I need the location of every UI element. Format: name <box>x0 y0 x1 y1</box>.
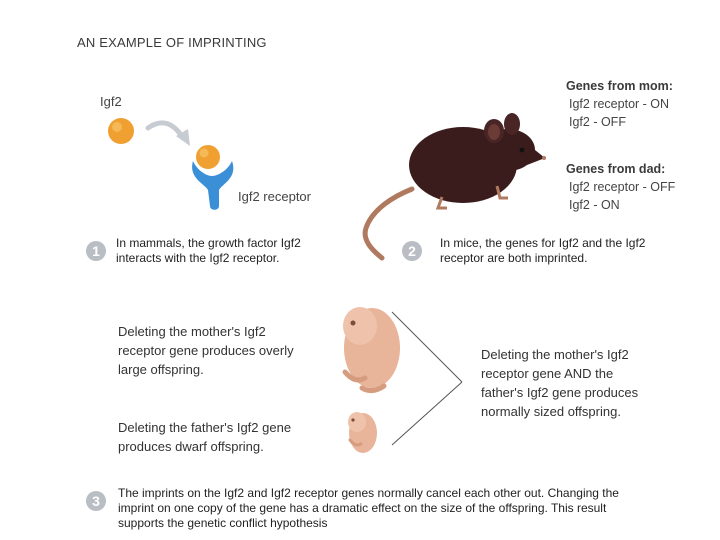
step-number-2: 2 <box>402 241 422 261</box>
dad-gene-item: Igf2 receptor - OFF <box>569 180 675 194</box>
dwarf-offspring-text: Deleting the father's Igf2 gene produces… <box>118 418 291 456</box>
caption-line: In mammals, the growth factor Igf2 <box>116 236 301 251</box>
text-line: normally sized offspring. <box>481 402 638 421</box>
dwarf-offspring-icon <box>348 412 377 453</box>
curved-arrow-icon <box>148 123 190 146</box>
step-number-1: 1 <box>86 241 106 261</box>
text-line: large offspring. <box>118 360 294 379</box>
step-number-3: 3 <box>86 491 106 511</box>
normal-offspring-text: Deleting the mother's Igf2 receptor gene… <box>481 345 638 421</box>
mom-gene-item: Igf2 - OFF <box>569 115 673 129</box>
igf2-ligand-icon <box>108 118 134 144</box>
step-2-caption: In mice, the genes for Igf2 and the Igf2… <box>440 236 645 266</box>
igf2-receptor-label: Igf2 receptor <box>238 189 311 204</box>
genes-from-mom: Genes from mom: Igf2 receptor - ON Igf2 … <box>566 79 673 129</box>
igf2-receptor-icon <box>192 145 233 210</box>
text-line: father's Igf2 gene produces <box>481 383 638 402</box>
text-line: receptor gene produces overly <box>118 341 294 360</box>
text-line: Deleting the mother's Igf2 <box>481 345 638 364</box>
caption-line: interacts with the Igf2 receptor. <box>116 251 301 266</box>
dad-gene-item: Igf2 - ON <box>569 198 675 212</box>
genes-from-dad: Genes from dad: Igf2 receptor - OFF Igf2… <box>566 162 675 212</box>
text-line: receptor gene AND the <box>481 364 638 383</box>
conclusion-line: imprint on one copy of the gene has a dr… <box>118 501 619 516</box>
mom-gene-item: Igf2 receptor - ON <box>569 97 673 111</box>
text-line: Deleting the mother's Igf2 <box>118 322 294 341</box>
step-1-caption: In mammals, the growth factor Igf2 inter… <box>116 236 301 266</box>
mom-heading: Genes from mom: <box>566 79 673 93</box>
dad-heading: Genes from dad: <box>566 162 675 176</box>
conclusion-line: supports the genetic conflict hypothesis <box>118 516 619 531</box>
caption-line: receptor are both imprinted. <box>440 251 645 266</box>
large-offspring-icon <box>343 307 400 391</box>
large-offspring-text: Deleting the mother's Igf2 receptor gene… <box>118 322 294 379</box>
step-3-conclusion: The imprints on the Igf2 and Igf2 recept… <box>118 486 619 531</box>
text-line: produces dwarf offspring. <box>118 437 291 456</box>
igf2-label: Igf2 <box>100 94 122 109</box>
text-line: Deleting the father's Igf2 gene <box>118 418 291 437</box>
caption-line: In mice, the genes for Igf2 and the Igf2 <box>440 236 645 251</box>
converging-lines-icon <box>392 312 462 445</box>
conclusion-line: The imprints on the Igf2 and Igf2 recept… <box>118 486 619 501</box>
